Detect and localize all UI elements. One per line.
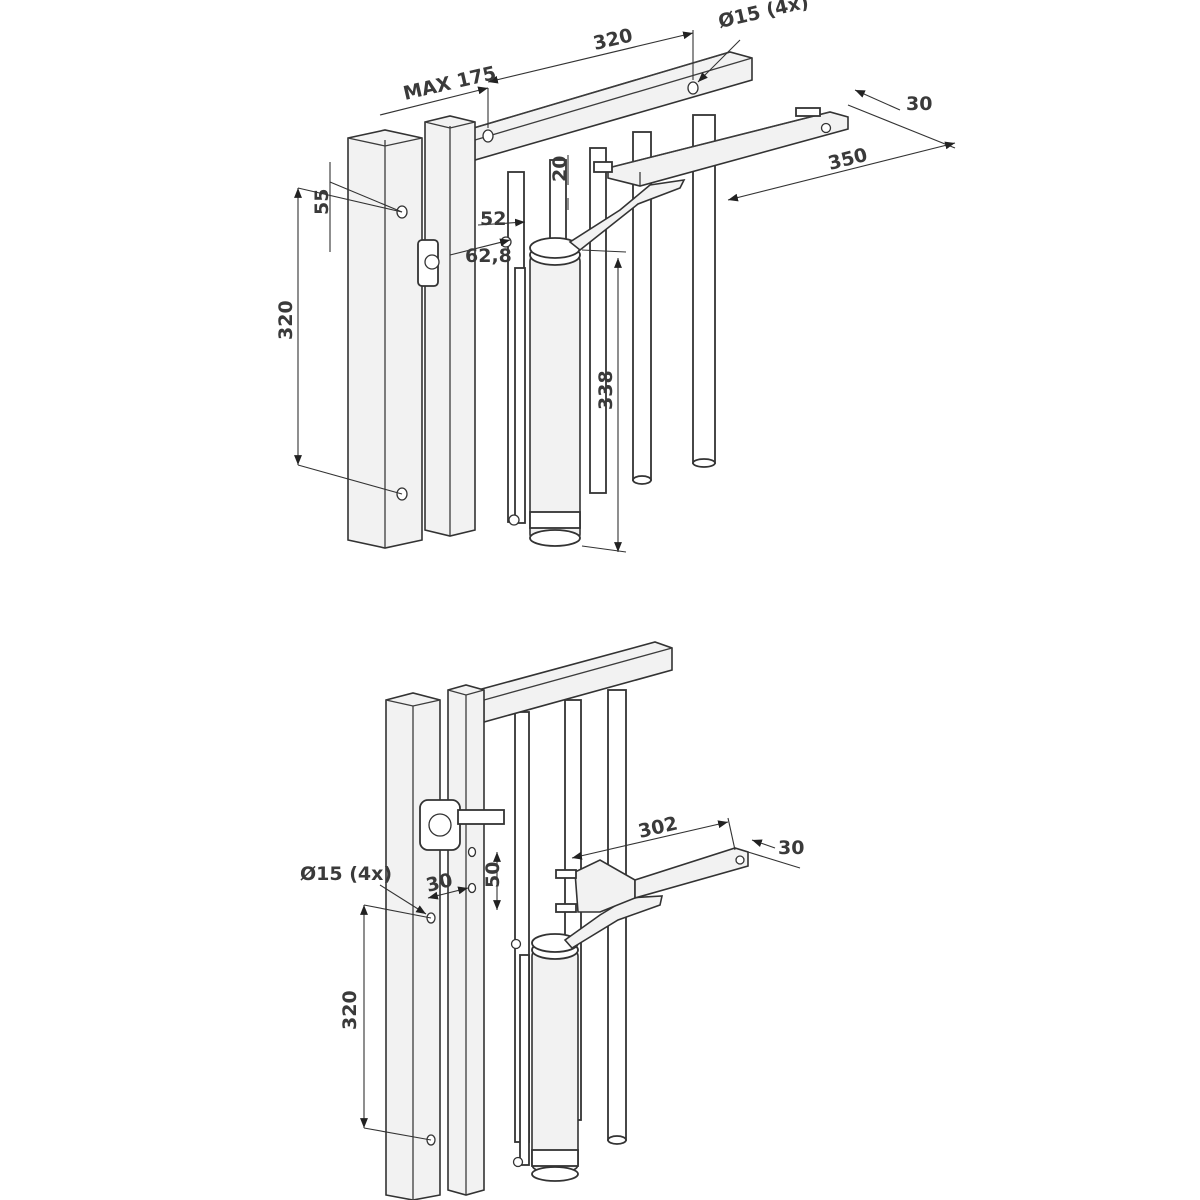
- top-dim-arm-holes-spacing: 320: [591, 25, 635, 55]
- top-dim-bracket-offset: 62,8: [465, 245, 512, 267]
- top-dim-closer-length: 338: [595, 370, 617, 410]
- bottom-dim-arm-width: 30: [778, 837, 804, 859]
- top-gate-stile: [424, 115, 476, 537]
- top-dim-bracket-width: 52: [480, 208, 506, 230]
- bottom-closer-cylinder: [510, 933, 579, 1182]
- bottom-dim-arm-length: 302: [636, 813, 680, 843]
- bottom-fixed-post: [385, 692, 441, 1200]
- top-dim-arm-height: 20: [549, 156, 571, 182]
- bottom-dim-hole-diameter: Ø15 (4x): [300, 863, 392, 885]
- bottom-dim-hole-spacing: 50: [482, 862, 504, 888]
- top-closer-cylinder: [500, 236, 581, 547]
- top-rail-hole-right: [687, 81, 699, 95]
- bottom-closer-arm: [555, 847, 749, 950]
- top-rail-hole-left: [482, 129, 494, 143]
- top-dim-hole-diameter: Ø15 (4x): [716, 0, 811, 33]
- top-dim-max-offset: MAX 175: [401, 62, 498, 105]
- top-dim-arm-length: 350: [826, 144, 870, 175]
- bottom-gate-stile: [447, 684, 485, 1196]
- top-hinge: [417, 239, 440, 287]
- bottom-hinge: [419, 799, 505, 851]
- top-dim-arm-width: 30: [906, 93, 932, 115]
- top-dim-post-holes-spacing: 320: [275, 300, 297, 340]
- bottom-dim-post-holes-spacing: 320: [339, 990, 361, 1030]
- top-fixed-post: [347, 129, 423, 549]
- bottom-gate-assembly: [385, 641, 749, 1200]
- top-gate-assembly: [347, 51, 849, 549]
- top-dim-post-hole-offset: 55: [311, 189, 333, 215]
